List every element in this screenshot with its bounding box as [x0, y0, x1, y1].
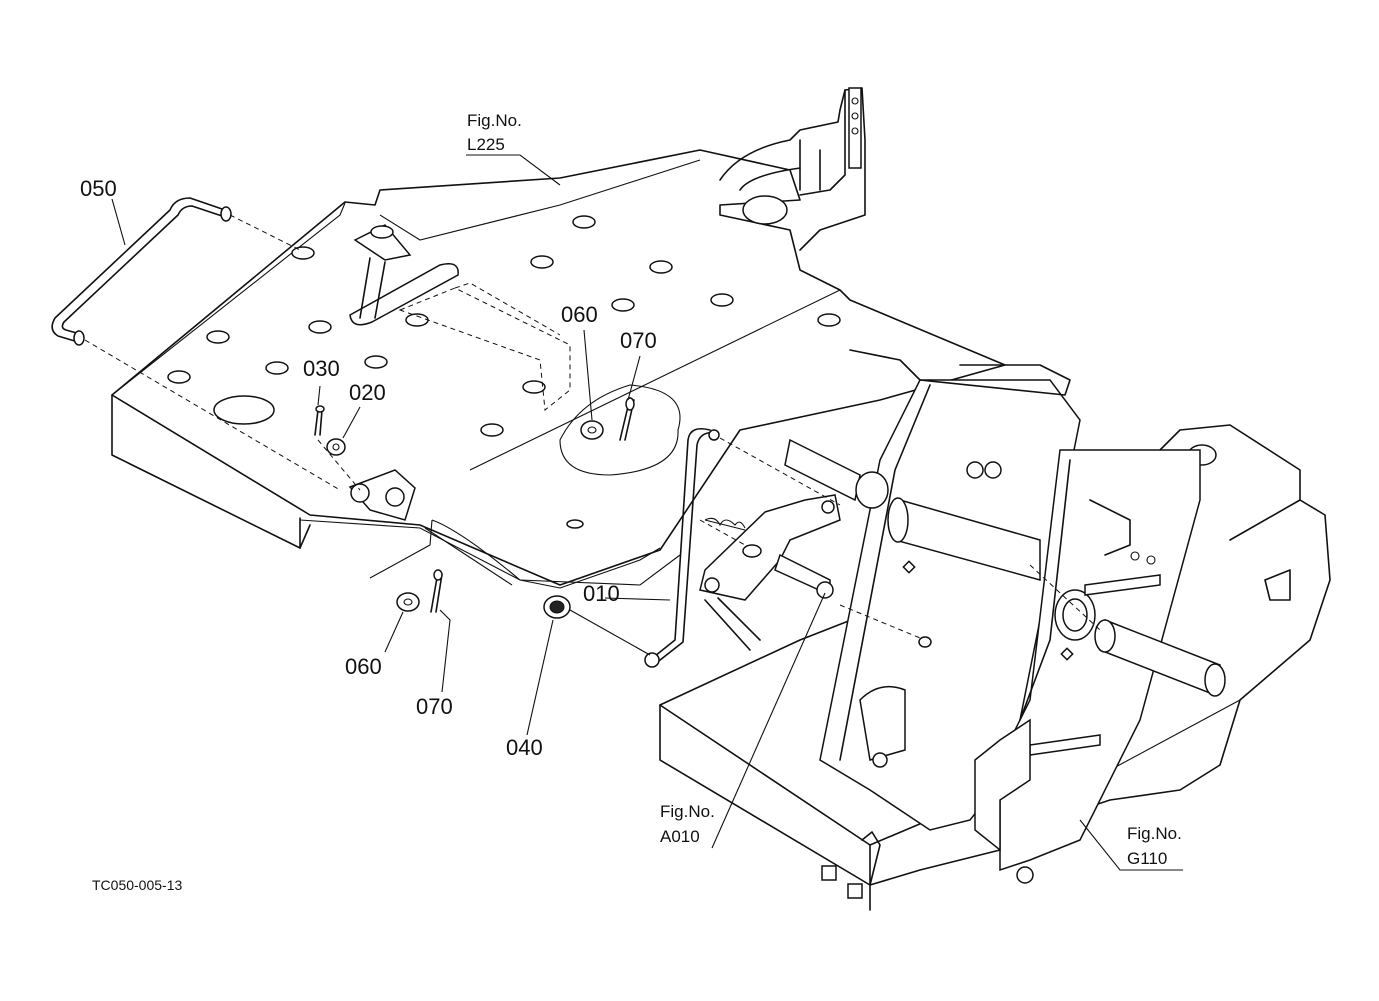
part-label-060-lower: 060: [345, 654, 382, 679]
side-bracket: [974, 449, 1201, 884]
washer-060-lower: [396, 592, 420, 612]
part-label-070-upper: 070: [620, 328, 657, 353]
detail-bracket-lower: [369, 519, 433, 579]
part-label-040: 040: [506, 735, 543, 760]
detail-outline: [559, 384, 681, 476]
figure-refs: Fig.No. L225 Fig.No. A010 Fig.No. G110: [467, 111, 1182, 868]
part-label-020: 020: [349, 380, 386, 405]
leader-lines: [111, 154, 1183, 871]
pedal-arms: [699, 494, 932, 651]
fig-ref-a010-line2: A010: [660, 827, 700, 846]
part-label-010: 010: [583, 581, 620, 606]
part-label-050: 050: [80, 176, 117, 201]
pin-030: [314, 405, 361, 491]
upper-bracket: [719, 87, 866, 251]
clip-spring: [704, 517, 746, 529]
part-label-070-lower: 070: [416, 694, 453, 719]
washer-060-upper: [580, 420, 604, 440]
fig-ref-l225-line1: Fig.No.: [467, 111, 522, 130]
part-label-060-upper: 060: [561, 302, 598, 327]
step-plate: [111, 149, 1006, 589]
bushing-040: [543, 595, 651, 656]
fig-ref-g110-line2: G110: [1127, 849, 1167, 868]
cross-shafts: [784, 438, 1226, 697]
pin-070-upper: [619, 397, 635, 441]
fig-ref-l225-line2: L225: [467, 135, 505, 154]
pin-070-lower: [430, 569, 443, 613]
fig-ref-g110-line1: Fig.No.: [1127, 824, 1182, 843]
washer-020: [326, 438, 346, 456]
fig-ref-a010-line1: Fig.No.: [660, 802, 715, 821]
rod-010: [424, 427, 841, 668]
part-label-030: 030: [303, 356, 340, 381]
grommets: [167, 215, 841, 529]
drawing-code: TC050-005-13: [92, 877, 182, 893]
rod-050: [51, 197, 341, 491]
part-labels: 050 060 070 030 020 010 060 070 040: [80, 176, 657, 760]
